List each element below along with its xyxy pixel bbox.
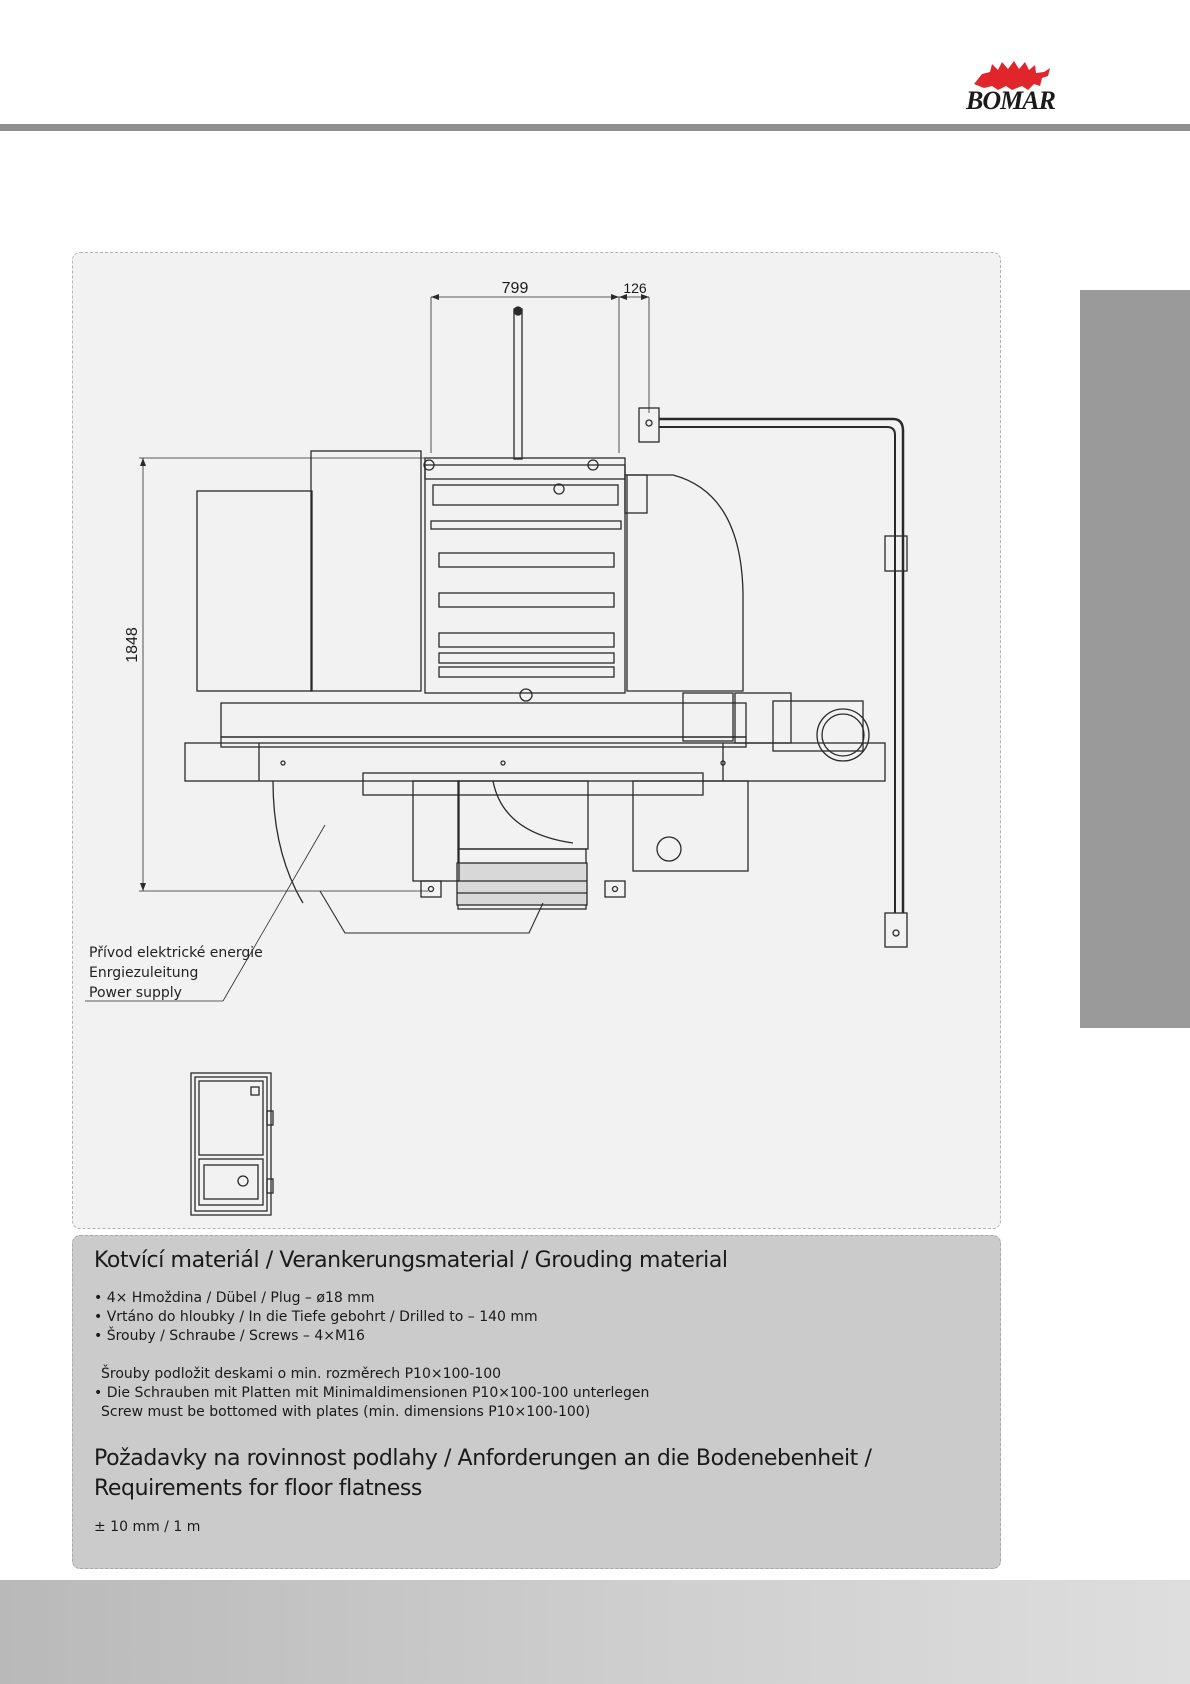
callout-line-en: Power supply	[89, 985, 182, 1001]
info-panel: Kotvící materiál / Verankerungsmaterial …	[72, 1235, 1001, 1569]
footer-band	[0, 1580, 1190, 1684]
power-supply-callout: Přívod elektrické energie Enrgiezuleitun…	[89, 943, 263, 1003]
dimension-799: 799	[502, 280, 529, 297]
dimension-126: 126	[623, 280, 647, 296]
logo-text: BOMAR	[966, 86, 1056, 115]
header-rule	[0, 124, 1190, 131]
bomar-logo: BOMAR	[962, 56, 1062, 115]
machine-floor-plan-drawing: 799 126 1848	[85, 280, 908, 1216]
anchoring-item: • Šrouby / Schraube / Screws – 4×M16	[94, 1328, 365, 1344]
anchoring-item: • 4× Hmoždina / Dübel / Plug – ø18 mm	[94, 1290, 375, 1306]
anchoring-note-en: Screw must be bottomed with plates (min.…	[101, 1404, 591, 1420]
drawing-panel: 799 126 1848 Přívod elektrické energie E…	[72, 252, 1001, 1229]
callout-line-de: Enrgiezuleitung	[89, 965, 199, 981]
flatness-title-line1: Požadavky na rovinnost podlahy / Anforde…	[94, 1446, 872, 1471]
flatness-value: ± 10 mm / 1 m	[94, 1519, 201, 1535]
anchoring-note-cz: Šrouby podložit deskami o min. rozměrech…	[101, 1366, 502, 1382]
dimension-1848: 1848	[124, 627, 141, 663]
anchoring-title: Kotvící materiál / Verankerungsmaterial …	[94, 1248, 728, 1273]
flatness-title-line2: Requirements for floor flatness	[94, 1476, 422, 1501]
dinosaur-logo-icon	[974, 61, 1050, 90]
anchoring-note-de: • Die Schrauben mit Platten mit Minimald…	[94, 1385, 650, 1401]
callout-line-cz: Přívod elektrické energie	[89, 945, 263, 961]
anchoring-item: • Vrtáno do hloubky / In die Tiefe geboh…	[94, 1309, 538, 1325]
side-tab	[1080, 290, 1190, 1028]
